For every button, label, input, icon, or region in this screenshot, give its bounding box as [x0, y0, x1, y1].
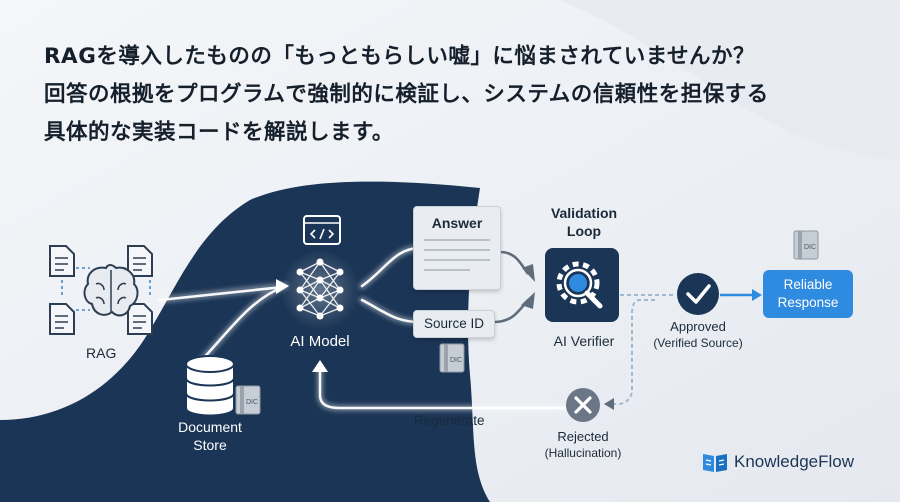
dictionary-icon: DIC [439, 343, 465, 373]
headline-line-1: RAGを導入したものの「もっともらしい嘘」に悩まされていませんか？ [44, 44, 756, 69]
source-id-card: Source ID [413, 310, 495, 338]
regenerate-label: Regenerate [414, 413, 485, 428]
answer-card: Answer [413, 206, 501, 290]
brand: KnowledgeFlow [702, 451, 854, 473]
document-icon [49, 245, 75, 277]
gear-magnifier-icon [556, 261, 603, 309]
document-store-line-1: Document [178, 419, 242, 435]
headline-line-2: 回答の根拠をプログラムで強制的に検証し、システムの信頼性を担保する [44, 82, 769, 107]
document-store-line-2: Store [193, 437, 227, 453]
ai-model-label: AI Model [290, 333, 350, 350]
document-icon [127, 245, 153, 277]
navy-panel [0, 181, 490, 502]
reliable-response-line-2: Response [777, 295, 839, 310]
answer-line [424, 239, 490, 241]
answer-line [424, 249, 490, 251]
document-store-label: Document Store [172, 418, 248, 454]
document-icon [127, 303, 153, 335]
check-circle-icon [677, 273, 719, 315]
approved-sub-label: (Verified Source) [653, 336, 743, 350]
rejected-sub-label: (Hallucination) [544, 446, 622, 460]
code-window-icon [303, 215, 341, 245]
answer-line [424, 269, 470, 271]
rejected-label: Rejected [557, 429, 609, 444]
rejected-label-group: Rejected (Hallucination) [526, 428, 640, 462]
arrowhead [752, 289, 762, 301]
dic-label: DIC [804, 244, 816, 251]
answer-label: Answer [431, 215, 483, 231]
dictionary-icon: DIC [793, 230, 819, 260]
brain-icon [83, 264, 139, 317]
rejected-flow [604, 299, 655, 405]
dictionary-icon: DIC [235, 385, 261, 415]
reliable-response-box [763, 270, 853, 318]
source-id-label: Source ID [423, 316, 485, 331]
neural-network-icon [280, 250, 360, 330]
ai-verifier-label: AI Verifier [553, 333, 615, 349]
database-icon [185, 355, 235, 417]
ai-verifier-tile [545, 248, 619, 322]
dic-label: DIC [450, 357, 462, 364]
approved-label-group: Approved (Verified Source) [640, 318, 756, 352]
approved-label: Approved [670, 319, 726, 334]
arrowhead [521, 292, 535, 309]
answer-line [424, 259, 490, 261]
validation-loop-label: Validation Loop [532, 204, 636, 240]
arrowhead [604, 398, 614, 410]
reliable-response-line-1: Reliable [783, 277, 833, 292]
background-swoosh [560, 0, 900, 160]
x-circle-icon [566, 388, 600, 422]
validation-loop-line-1: Validation [550, 205, 618, 221]
reliable-response-label: Reliable Response [763, 276, 853, 312]
arrowhead [522, 264, 535, 282]
rag-label: RAG [86, 345, 117, 361]
document-icon [49, 303, 75, 335]
validation-loop-line-2: Loop [566, 223, 602, 239]
book-logo-icon [703, 454, 727, 472]
brand-name: KnowledgeFlow [734, 452, 855, 471]
dic-label: DIC [246, 399, 258, 406]
headline-line-3: 具体的な実装コードを解説します。 [44, 120, 394, 145]
